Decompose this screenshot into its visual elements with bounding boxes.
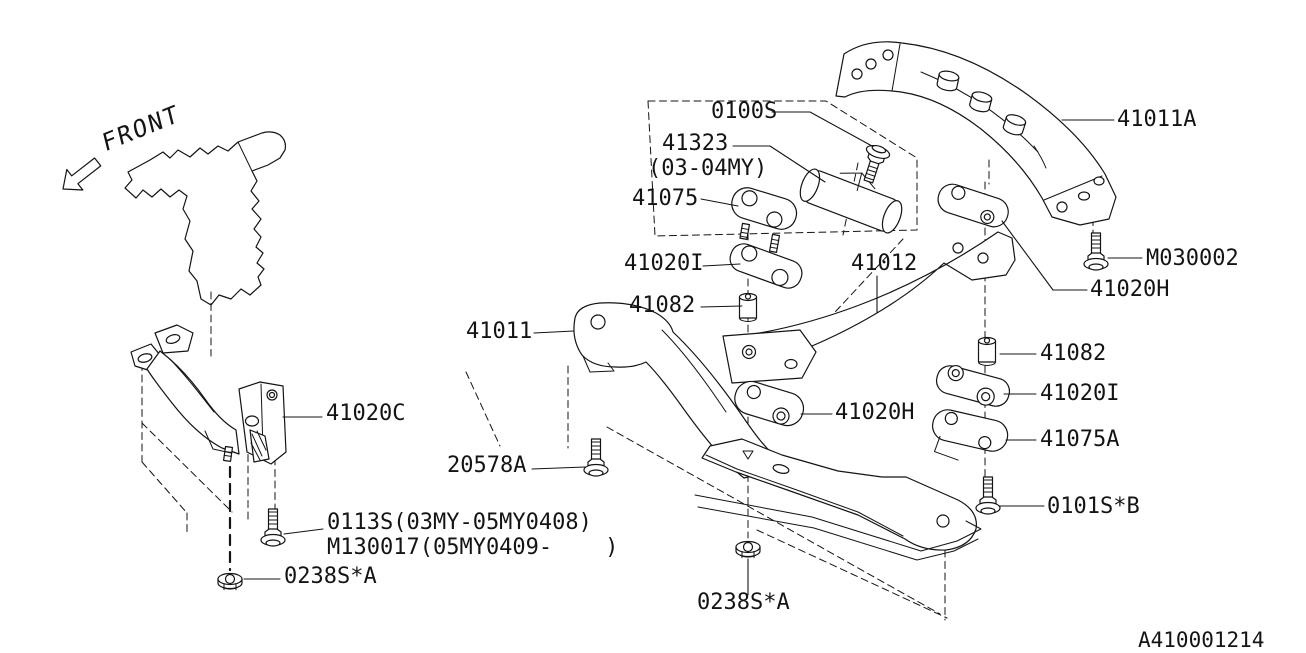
part-label-41323: 41323 [662,131,729,156]
part-41020c [130,324,287,465]
leader-lines [243,111,1143,596]
part-41020h-center [734,380,805,427]
part-label-41020i-right: 41020I [1040,381,1120,406]
part-label-m130017: M130017(05MY0409- ) [327,535,619,560]
part-label-0238s-a-left: 0238S*A [284,564,377,589]
part-label-20578a: 20578A [447,453,527,478]
part-label-0101s-b: 0101S*B [1047,494,1140,519]
part-41082-right [977,336,997,367]
nut-0238s-a-center [735,540,761,559]
part-41011 [573,302,982,561]
part-label-41082-left: 41082 [629,293,696,318]
part-label-0100s: 0100S [711,99,778,124]
transmission-outline [124,131,287,306]
part-41020i-right [935,364,1011,407]
part-41075a [931,409,1009,461]
part-41011a [835,41,1117,226]
part-41012 [722,231,1016,384]
part-label-41011a: 41011A [1117,107,1197,132]
part-41082-left [738,292,758,323]
part-label-0113s: 0113S(03MY-05MY0408) [327,510,592,535]
part-label-41020i-left: 41020I [624,251,704,276]
part-label-41323-note: (03-04MY) [648,156,768,181]
part-label-41020c: 41020C [326,401,406,426]
part-41075 [731,187,798,253]
bolt-20578a [583,438,609,477]
part-label-41082-right: 41082 [1040,341,1107,366]
part-label-41011: 41011 [466,319,533,344]
part-label-m030002: M030002 [1146,246,1239,271]
part-41020h-right [937,183,1009,228]
front-arrow-icon [62,157,102,191]
part-label-41075: 41075 [632,186,699,211]
projection-lines [141,100,1094,621]
nut-0238s-a-left [217,572,243,591]
bolt-m030002 [1083,232,1109,271]
part-41020i-left [729,243,803,289]
part-label-41020h-right: 41020H [1090,277,1170,302]
part-label-41075a: 41075A [1040,427,1120,452]
drawing-number: A410001214 [1138,628,1265,652]
part-label-0238s-a-center: 0238S*A [697,590,790,615]
bolt-0113s [260,508,286,547]
part-label-41020h-center: 41020H [835,400,915,425]
part-41323 [799,168,903,234]
bolt-0101s-b [975,476,1001,515]
bolt-0100s [856,141,892,186]
part-label-41012: 41012 [851,251,918,276]
